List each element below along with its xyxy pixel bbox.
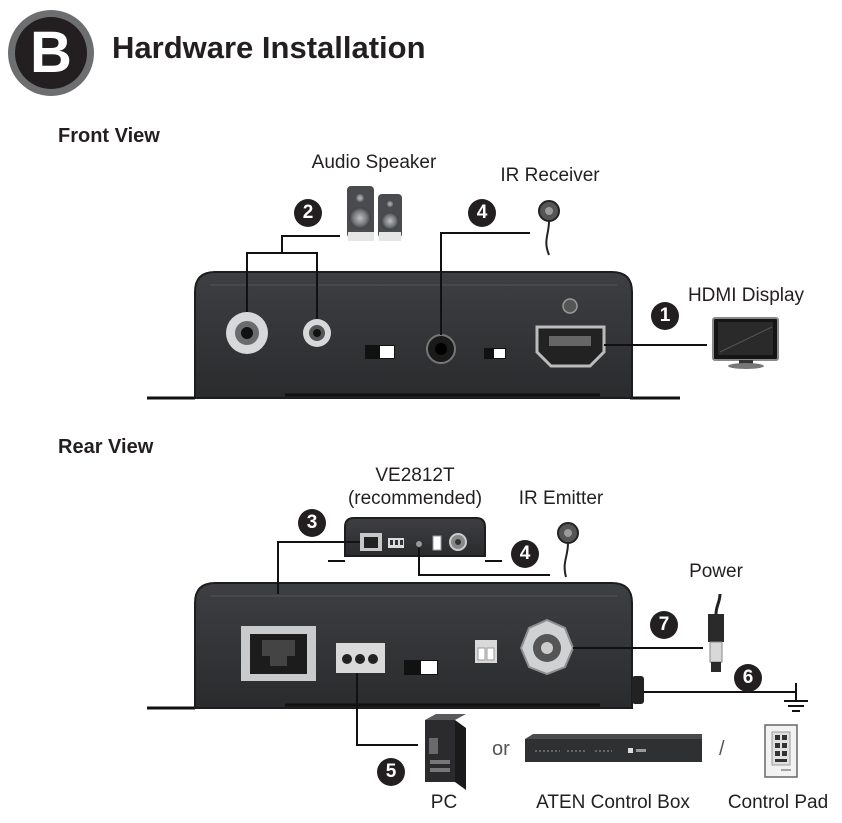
step-badge-ir-receiver: 4 [468, 199, 496, 227]
section-letter-badge: B [8, 10, 94, 96]
control-pad-label: Control Pad [727, 792, 829, 813]
aten-control-box-label: ATEN Control Box [536, 792, 690, 813]
step-badge-ir-emitter: 4 [511, 540, 539, 568]
aten-control-box-icon [525, 734, 702, 762]
ir-emitter-label: IR Emitter [518, 488, 604, 509]
separator-label: / [719, 738, 725, 760]
step-badge-power: 7 [650, 611, 678, 639]
control-pad-icon [764, 724, 798, 778]
step-badge-audio: 2 [294, 199, 322, 227]
front-receiver-unit [147, 271, 680, 400]
ground-icon [784, 683, 808, 712]
hdmi-port [535, 325, 606, 368]
ve2812t-transmitter [328, 517, 502, 562]
power-label: Power [689, 561, 743, 582]
pc-label: PC [430, 792, 458, 813]
step-badge-ground: 6 [734, 664, 762, 692]
hdmi-display-label: HDMI Display [687, 285, 805, 306]
front-view-title: Front View [58, 125, 160, 147]
audio-speaker-label: Audio Speaker [311, 152, 437, 173]
audio-speaker-icon [347, 186, 402, 241]
or-label: or [492, 738, 510, 760]
step-badge-hdmi: 1 [651, 302, 679, 330]
ve2812t-label: VE2812T [375, 465, 455, 486]
step-badge-rj45: 3 [298, 509, 326, 537]
ir-receiver-icon [538, 200, 560, 256]
step-badge-serial: 5 [377, 758, 405, 786]
ir-emitter-icon [557, 522, 579, 578]
ir-receiver-label: IR Receiver [500, 165, 600, 186]
page-title: Hardware Installation [112, 30, 426, 65]
recommended-label: (recommended) [347, 488, 483, 509]
section-letter: B [15, 17, 87, 89]
hdmi-display-icon [712, 317, 779, 369]
rear-view-title: Rear View [58, 436, 154, 458]
rear-receiver-unit [147, 582, 644, 710]
grounding-terminal [632, 676, 644, 704]
pc-icon [425, 714, 466, 790]
power-plug-icon [708, 593, 724, 672]
